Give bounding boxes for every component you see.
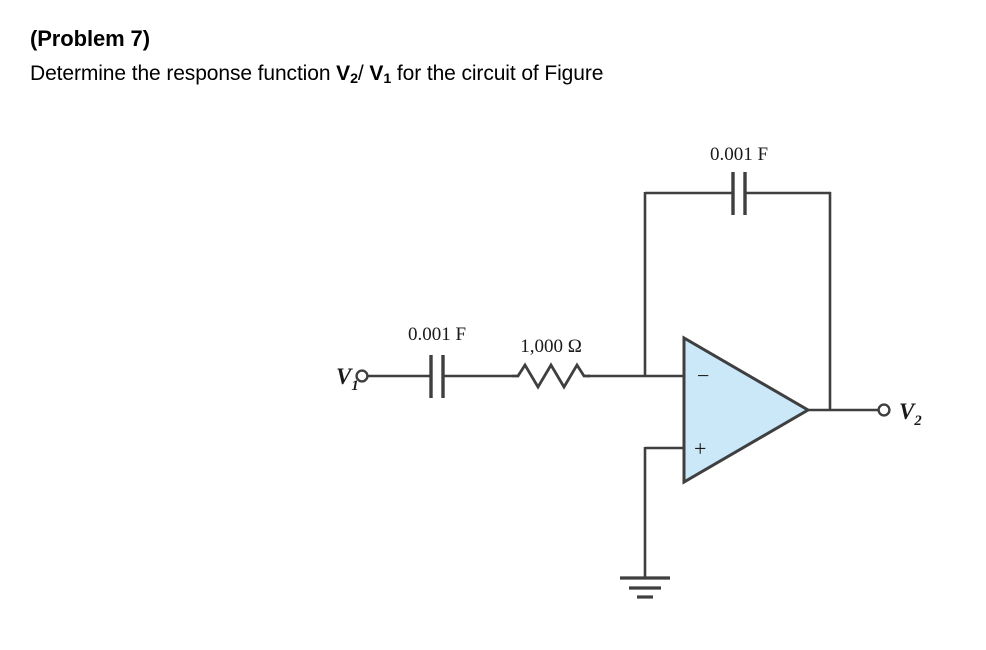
statement-text-tail: for the circuit of Figure <box>391 62 604 85</box>
output-terminal-node <box>877 403 891 417</box>
problem-statement: Determine the response function V2/ V1 f… <box>30 62 603 87</box>
input-terminal-label-subscript: 1 <box>351 378 358 394</box>
output-terminal-label-subscript: 2 <box>913 413 922 429</box>
output-branch <box>806 403 891 417</box>
input-terminal-label: V1 <box>336 364 359 394</box>
output-terminal-label: V2 <box>899 399 922 429</box>
output-terminal-label-text: V <box>899 399 916 424</box>
page-title: (Problem 7) <box>30 26 150 51</box>
opamp-noninverting-input-sign: + <box>694 436 706 461</box>
feedback-capacitor-label: 0.001 F <box>710 144 768 165</box>
ground-branch <box>620 446 685 599</box>
feedback-capacitor-icon <box>731 172 747 215</box>
input-capacitor-label: 0.001 F <box>408 324 466 345</box>
statement-text-lead: Determine the response function <box>30 62 337 85</box>
input-terminal-label-text: V <box>336 364 353 389</box>
statement-v2: V <box>336 62 351 85</box>
statement-v1: V <box>369 62 384 85</box>
opamp-inverting-input-sign: − <box>697 363 709 388</box>
input-capacitor-icon <box>429 355 445 398</box>
statement-v2-subscript: 2 <box>350 71 358 88</box>
input-resistor-icon <box>512 362 590 390</box>
opamp: − + <box>682 335 811 485</box>
feedback-branch: 0.001 F <box>643 144 832 410</box>
statement-v1-subscript: 1 <box>383 71 392 88</box>
input-resistor-label: 1,000 Ω <box>520 336 582 357</box>
statement-slash: / <box>357 62 370 85</box>
opamp-triangle <box>682 335 811 485</box>
input-branch: 0.001 F 1,000 Ω <box>355 324 684 398</box>
ground-symbol <box>620 576 670 599</box>
